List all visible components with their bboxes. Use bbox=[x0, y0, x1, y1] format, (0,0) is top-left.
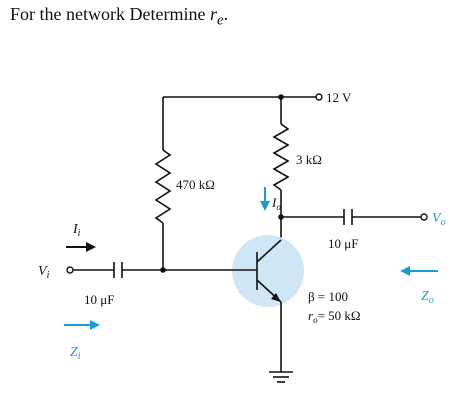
vi-label: Vi bbox=[38, 264, 50, 281]
question-symbol: r bbox=[209, 4, 217, 24]
supply-label: 12 V bbox=[326, 90, 352, 105]
io-arrow-head bbox=[260, 201, 270, 211]
input-capacitor-icon bbox=[113, 262, 123, 278]
zo-label: Zo bbox=[421, 289, 434, 306]
zo-arrow-head bbox=[400, 266, 410, 276]
vo-label: Vo bbox=[432, 211, 446, 228]
ground-icon bbox=[269, 371, 293, 383]
zi-arrow-head bbox=[90, 320, 100, 330]
base-junction bbox=[160, 267, 166, 273]
question-suffix: . bbox=[223, 4, 229, 24]
ro-label: ro= 50 kΩ bbox=[308, 308, 361, 325]
ii-label: Ii bbox=[72, 222, 81, 239]
output-terminal bbox=[420, 213, 428, 221]
beta-label: β = 100 bbox=[308, 289, 348, 304]
ii-arrow-head bbox=[86, 242, 96, 252]
io-label: Io bbox=[271, 195, 281, 212]
rc-resistor-icon bbox=[272, 123, 290, 191]
rb-label: 470 kΩ bbox=[176, 177, 215, 192]
question-text: For the network Determine re. bbox=[10, 4, 228, 30]
c-in-label: 10 μF bbox=[84, 292, 114, 307]
zi-label: Zi bbox=[70, 345, 81, 362]
c-out-label: 10 μF bbox=[328, 236, 358, 251]
supply-terminal bbox=[315, 93, 323, 101]
question-prefix: For the network Determine bbox=[10, 4, 210, 24]
rb-resistor-icon bbox=[154, 149, 172, 224]
rc-label: 3 kΩ bbox=[296, 152, 322, 167]
npn-transistor-icon bbox=[256, 239, 282, 303]
transistor-body bbox=[232, 235, 304, 307]
question-subscript: e bbox=[216, 12, 224, 29]
input-terminal bbox=[66, 266, 74, 274]
output-capacitor-icon bbox=[343, 209, 353, 225]
